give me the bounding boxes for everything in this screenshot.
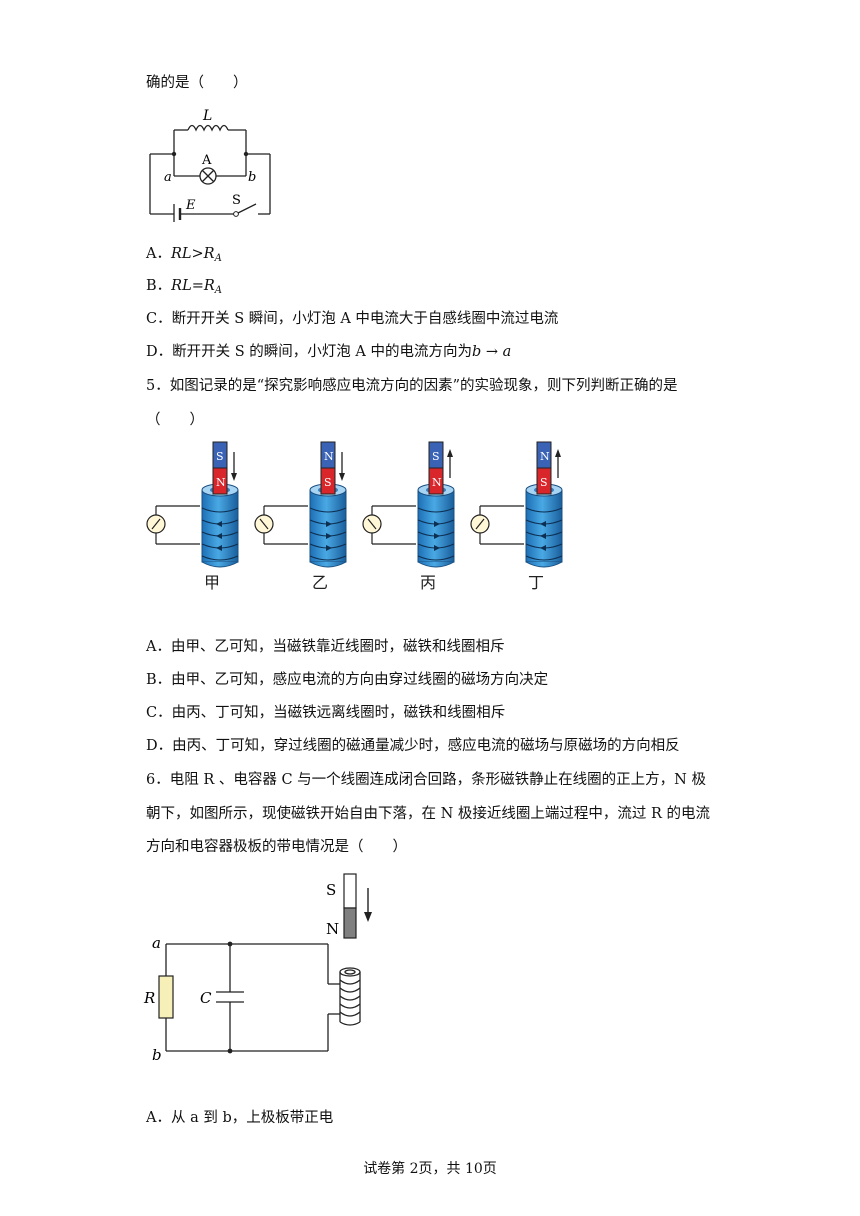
q5-panel-label: 丁 — [528, 573, 544, 592]
q6-circuit-figure: S N — [143, 873, 372, 1064]
q5-option-b: B．由甲、乙可知，感应电流的方向由穿过线圈的磁场方向决定 — [146, 672, 549, 688]
q5-panel: SN 甲 — [146, 441, 239, 592]
arrow-down-icon — [231, 473, 237, 481]
arrow-up-icon — [447, 449, 453, 457]
q4-circuit-figure: L A a b E S — [149, 108, 271, 222]
magnet-pole-bottom: S — [324, 476, 332, 489]
arrow-up-icon — [555, 449, 561, 457]
q4-option-b: B．RL=RA — [146, 278, 223, 296]
q6-stem-line3: 方向和电容器极板的带电情况是（ ） — [146, 839, 407, 855]
q5-option-d: D．由丙、丁可知，穿过线圈的磁通量减少时，感应电流的磁场与原磁场的方向相反 — [146, 738, 680, 754]
magnet-pole-bottom: N — [432, 476, 442, 489]
q4-option-a: A．RL>RA — [146, 246, 222, 264]
magnet-pole-bottom: S — [540, 476, 548, 489]
capacitor-label: C — [200, 989, 212, 1007]
q5-panel: SN 丙 — [362, 441, 455, 592]
q6-option-a: A．从 a 到 b，上极板带正电 — [146, 1110, 334, 1126]
label-L: L — [202, 108, 212, 124]
label-E: E — [185, 198, 196, 213]
label-A: A — [201, 153, 212, 168]
label-a: a — [164, 170, 172, 185]
magnet-pole-top: S — [432, 450, 440, 463]
arrow-down-icon — [339, 473, 345, 481]
q5-panel-label: 乙 — [312, 573, 328, 592]
q5-stem-line2: （ ） — [146, 412, 204, 428]
resistor-label: R — [143, 989, 155, 1007]
node-label-b: b — [152, 1046, 162, 1064]
magnet-label-n: N — [326, 920, 339, 938]
magnet-pole-bottom: N — [216, 476, 226, 489]
q5-panel-label: 甲 — [204, 573, 220, 592]
magnet-pole-top: S — [216, 450, 224, 463]
q5-panel: NS 丁 — [470, 441, 563, 592]
q6-stem-line2: 朝下，如图所示，现使磁铁开始自由下落，在 N 极接近线圈上端过程中，流过 R 的… — [146, 806, 711, 822]
q6-stem-line1: 6．电阻 R 、电容器 C 与一个线圈连成闭合回路，条形磁铁静止在线圈的正上方，… — [146, 772, 706, 788]
q5-option-a: A．由甲、乙可知，当磁铁靠近线圈时，磁铁和线圈相斥 — [146, 639, 505, 655]
magnet-label-s: S — [326, 881, 336, 899]
q5-option-c: C．由丙、丁可知，当磁铁远离线圈时，磁铁和线圈相斥 — [146, 705, 506, 721]
label-S: S — [232, 193, 241, 208]
label-b: b — [248, 170, 256, 185]
magnet-bottom — [536, 467, 552, 495]
magnet-pole-top: N — [540, 450, 550, 463]
magnet-pole-top: N — [324, 450, 334, 463]
q5-panel: NS 乙 — [254, 441, 347, 592]
q4-option-c: C．断开开关 S 瞬间，小灯泡 A 中电流大于自感线圈中流过电流 — [146, 311, 559, 327]
magnet-bottom — [212, 467, 228, 495]
magnet-bottom — [428, 467, 444, 495]
magnet-bottom — [320, 467, 336, 495]
q5-panel-label: 丙 — [420, 573, 436, 592]
page-footer: 试卷第 2页，共 10页 — [363, 1161, 497, 1177]
q5-stem-line1: 5．如图记录的是“探究影响感应电流方向的因素”的实验现象，则下列判断正确的是 — [146, 378, 678, 394]
q4-option-d: D．断开开关 S 的瞬间，小灯泡 A 中的电流方向为b → a — [146, 344, 512, 360]
node-label-a: a — [152, 934, 161, 952]
q4-stem-tail: 确的是（ ） — [146, 75, 248, 91]
